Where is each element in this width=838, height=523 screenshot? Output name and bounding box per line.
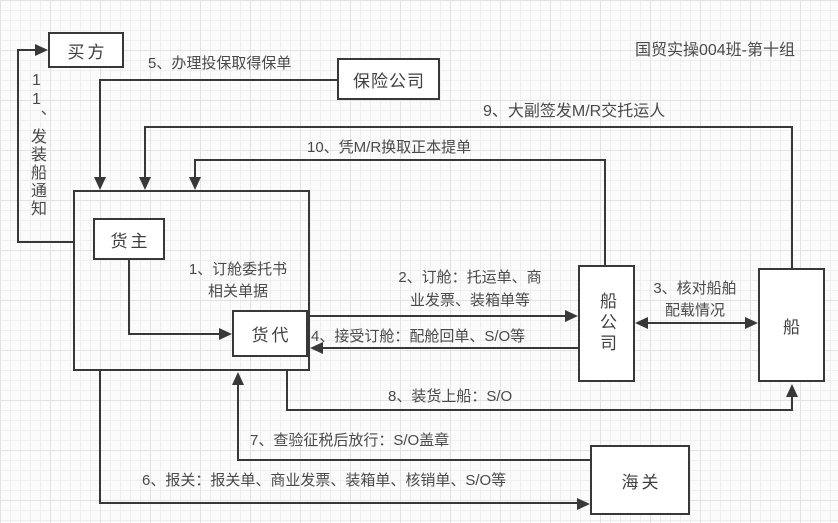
edge-step10-vertical-left: [194, 159, 196, 179]
edge-step11-vertical: [17, 49, 19, 243]
label-step2-line2: 业发票、装箱单等: [409, 292, 530, 309]
arrow-right-icon: [35, 44, 48, 56]
edge-step10-horizontal: [194, 159, 606, 161]
edge-step8-horizontal: [286, 409, 793, 411]
edge-step1-vertical: [128, 260, 130, 335]
edge-step1-horizontal: [128, 333, 220, 335]
label-step6: 6、报关：报关单、商业发票、装箱单、核销单、S/O等: [142, 472, 507, 489]
edge-step10-vertical-right: [604, 159, 606, 265]
label-step3-line1: 3、核对船舶: [653, 280, 737, 297]
label-step4: 4、接受订舱：配舱回单、S/O等: [311, 328, 526, 345]
edge-step5-vertical: [99, 79, 101, 179]
arrow-right-icon: [565, 310, 578, 322]
node-shipping-company: 船公司: [578, 265, 635, 382]
edge-step2-horizontal: [308, 315, 566, 317]
edge-step9-vertical-left: [144, 126, 146, 179]
node-customs: 海关: [590, 445, 690, 515]
edge-step7-horizontal: [237, 459, 590, 461]
edge-step9-horizontal: [144, 126, 793, 128]
arrow-left-icon: [310, 342, 323, 354]
arrow-down-icon: [139, 177, 151, 190]
edge-step7-vertical: [237, 385, 239, 461]
node-freight-forwarder: 货代: [232, 310, 308, 357]
arrow-up-icon: [786, 384, 798, 397]
label-step5: 5、办理投保取得保单: [148, 55, 292, 72]
label-step7: 7、查验征税后放行：S/O盖章: [250, 432, 450, 449]
edge-step4-horizontal: [323, 347, 578, 349]
edge-step11-bottom: [17, 241, 75, 243]
arrow-right-icon: [219, 328, 232, 340]
edge-step9-vertical-right: [791, 126, 793, 268]
label-step2-line1: 2、订舱：托运单、商: [398, 269, 542, 286]
arrow-down-icon: [94, 177, 106, 190]
edge-step6-horizontal: [99, 502, 578, 504]
arrow-up-icon: [232, 372, 244, 385]
edge-step5-horizontal: [99, 79, 337, 81]
label-step8: 8、装货上船：S/O: [388, 388, 513, 405]
label-step9: 9、大副签发M/R交托运人: [483, 103, 666, 120]
node-buyer: 买方: [48, 32, 124, 68]
label-step11: 11、发装船通知: [28, 72, 45, 218]
arrow-right-icon: [577, 498, 590, 510]
seller-area-box: [73, 190, 310, 371]
edge-step6-vertical: [99, 371, 101, 504]
node-insurance-company: 保险公司: [337, 58, 440, 100]
edge-step8-vertical-right: [791, 396, 793, 411]
edge-step3-horizontal: [648, 322, 745, 324]
label-step10: 10、凭M/R换取正本提单: [307, 139, 472, 156]
arrow-left-icon: [635, 317, 648, 329]
arrow-down-icon: [189, 177, 201, 190]
node-ship: 船: [758, 268, 825, 382]
page-title: 国贸实操004班-第十组: [634, 42, 795, 59]
edge-step11-top: [17, 49, 36, 51]
edge-step8-vertical-left: [286, 371, 288, 411]
label-step1-line2: 相关单据: [207, 283, 268, 300]
node-cargo-owner: 货主: [93, 218, 165, 260]
label-step1-line1: 1、订舱委托书: [188, 261, 288, 278]
arrow-right-icon: [745, 317, 758, 329]
label-step3-line2: 配载情况: [664, 302, 725, 319]
